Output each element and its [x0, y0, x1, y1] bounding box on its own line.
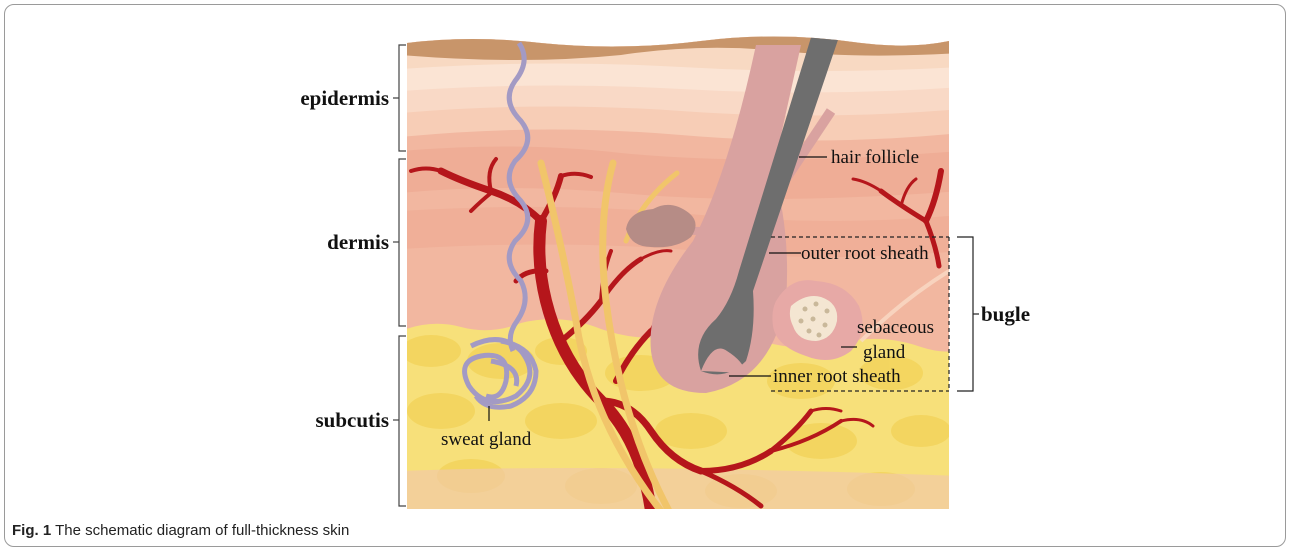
figure-caption: Fig. 1 The schematic diagram of full-thi…	[12, 522, 349, 539]
dermis-bracket	[399, 159, 406, 326]
inner-root-sheath-label: inner root sheath	[773, 366, 901, 387]
figure-number: Fig. 1	[12, 522, 51, 539]
dermis-label: dermis	[327, 230, 389, 254]
hair-follicle-label: hair follicle	[831, 147, 919, 168]
figure-caption-text: The schematic diagram of full-thickness …	[55, 522, 349, 539]
deep-layer	[401, 468, 961, 511]
epidermis-bracket	[399, 45, 406, 151]
sebaceous-gland-label-line1: sebaceous	[857, 317, 934, 338]
skin-diagram: epidermis dermis subcutis hair follicle …	[5, 5, 1286, 547]
epidermis-label: epidermis	[300, 86, 389, 110]
subcutis-bracket	[399, 336, 406, 506]
layer-brackets	[393, 45, 406, 506]
bugle-bracket	[957, 237, 973, 391]
sweat-gland-label: sweat gland	[441, 429, 532, 450]
outer-root-sheath-label: outer root sheath	[801, 243, 929, 264]
subcutis-label: subcutis	[315, 408, 389, 432]
figure-frame: epidermis dermis subcutis hair follicle …	[4, 4, 1286, 547]
sebaceous-gland-label-line2: gland	[863, 342, 906, 363]
bugle-label: bugle	[981, 302, 1030, 326]
